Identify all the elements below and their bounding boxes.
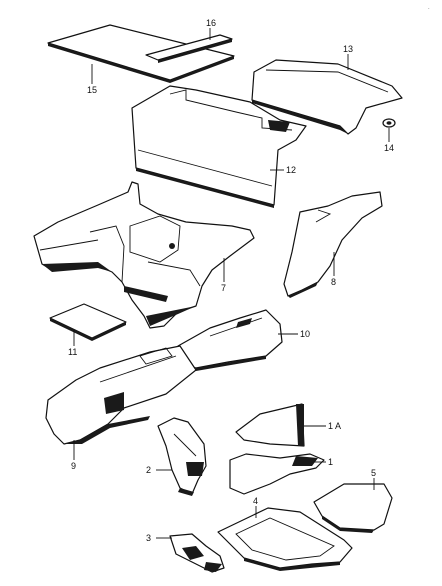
part-13-parcel-shelf bbox=[251, 59, 403, 135]
callout-8: 8 bbox=[331, 277, 336, 287]
leader-lines bbox=[73, 28, 390, 539]
part-16-strip bbox=[145, 34, 233, 63]
part-5-mat bbox=[313, 483, 393, 533]
callout-10: 10 bbox=[300, 329, 310, 339]
part-2-bracket-insulation bbox=[157, 417, 207, 496]
callout-5: 5 bbox=[371, 468, 376, 478]
part-10-tunnel-cover bbox=[177, 309, 283, 371]
part-8-side-panel bbox=[283, 191, 383, 298]
callout-14: 14 bbox=[384, 143, 394, 153]
callout-3: 3 bbox=[146, 533, 151, 543]
callout-11: 11 bbox=[68, 347, 77, 357]
part-4-floor-mat bbox=[217, 507, 353, 571]
callout-1a: 1 A bbox=[328, 421, 341, 431]
callout-1: 1 bbox=[328, 457, 333, 467]
part-11-mat bbox=[49, 303, 127, 341]
part-14-grommet bbox=[382, 118, 396, 128]
part-3-small-insulation bbox=[169, 533, 225, 573]
stray-mark: . bbox=[428, 5, 430, 11]
callout-16: 16 bbox=[206, 18, 216, 28]
callout-4: 4 bbox=[253, 496, 258, 506]
part-9-front-floor-insulation bbox=[45, 345, 197, 445]
callout-9: 9 bbox=[71, 461, 76, 471]
callout-2: 2 bbox=[146, 465, 151, 475]
callout-13: 13 bbox=[343, 44, 353, 54]
callout-7: 7 bbox=[221, 283, 226, 293]
part-7-floor-insulation bbox=[33, 181, 255, 329]
callout-15: 15 bbox=[87, 85, 97, 95]
part-15-flat-panel bbox=[47, 24, 235, 83]
part-1-insulation-panel bbox=[229, 453, 325, 495]
callout-12: 12 bbox=[286, 165, 296, 175]
part-12-bulkhead-trim bbox=[131, 85, 307, 208]
callout-labels: 16 15 13 14 12 7 8 11 10 9 1 A 1 2 5 4 3… bbox=[68, 5, 430, 543]
part-1a-triangular-panel bbox=[235, 403, 305, 447]
